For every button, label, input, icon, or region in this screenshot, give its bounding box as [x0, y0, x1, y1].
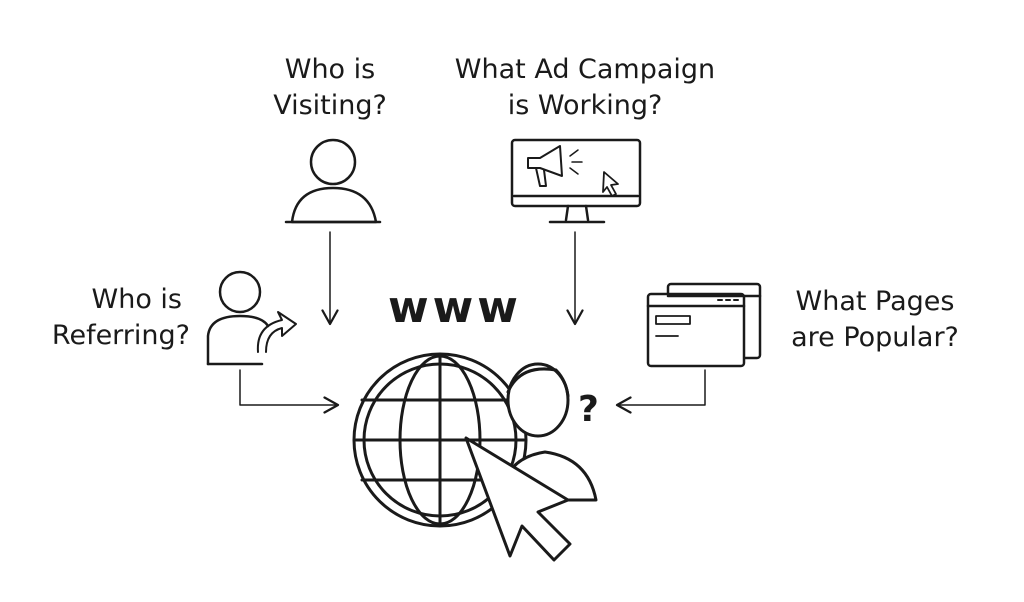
ad-campaign-monitor-icon [510, 138, 642, 224]
label-line: Who is [91, 284, 182, 315]
label-line: Referring? [51, 320, 190, 351]
question-mark: ? [578, 389, 599, 430]
www-label: www [388, 282, 522, 333]
label-line: is Working? [507, 90, 663, 121]
label-line: What Ad Campaign [454, 54, 716, 85]
label-line: Who is [284, 54, 376, 85]
label-popular-pages: What Pages are Popular? [780, 284, 970, 356]
arrow-referrer-to-web [239, 369, 340, 414]
visitor-person-icon [284, 138, 382, 224]
popular-pages-windows-icon [646, 282, 762, 368]
mouse-cursor-icon [464, 436, 572, 562]
label-who-is-referring: Who is Referring? [10, 282, 190, 354]
label-line: are Popular? [791, 322, 959, 353]
label-line: What Pages [795, 286, 955, 317]
globe-icon [352, 352, 528, 528]
referrer-person-icon [206, 270, 297, 366]
label-line: Visiting? [273, 90, 387, 121]
arrow-pages-to-web [615, 369, 706, 414]
label-who-is-visiting: Who is Visiting? [250, 52, 410, 124]
label-ad-campaign: What Ad Campaign is Working? [440, 52, 730, 124]
